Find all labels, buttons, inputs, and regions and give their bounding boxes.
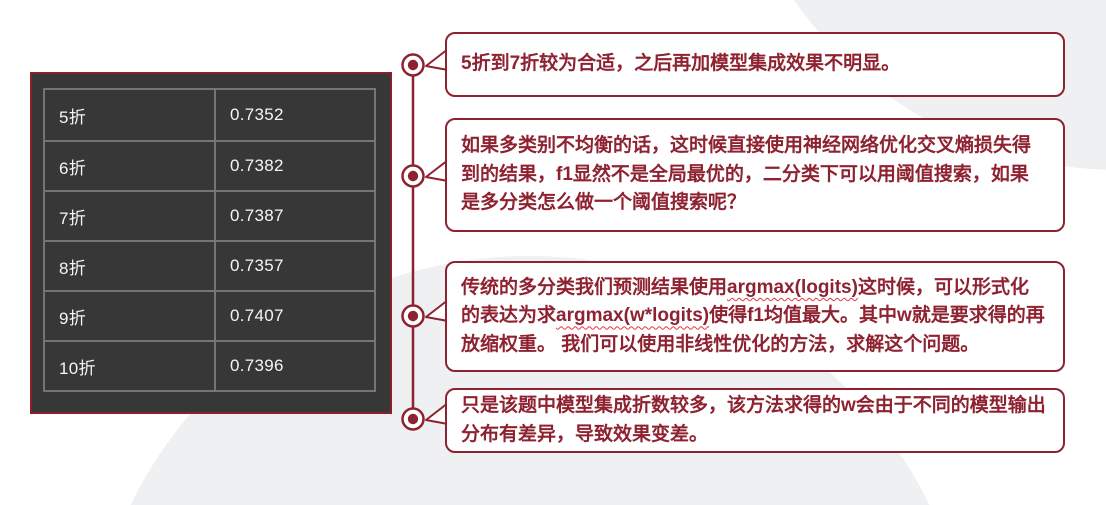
fold-label: 9折 — [59, 308, 87, 328]
callout-3-segment: 这时候，可以形式化的表达为求 — [461, 276, 1029, 327]
callout-text-3: 传统的多分类我们预测结果使用argmax(logits)这时候，可以形式化的表达… — [447, 274, 1063, 360]
callout-3-segment: 使得f1均值最大。其中w就是要求得的再放缩权重。 我们可以使用非线性优化的方法，… — [461, 305, 1045, 355]
fold-label: 8折 — [59, 258, 87, 278]
fold-score: 0.7396 — [214, 342, 374, 390]
fold-label: 7折 — [59, 208, 87, 228]
callout-box-1: 5折到7折较为合适，之后再加模型集成效果不明显。 — [445, 32, 1065, 97]
callout-3-argmax-weighted: argmax(w*logits) — [556, 305, 710, 327]
fold-label: 6折 — [59, 158, 87, 178]
fold-score: 0.7407 — [214, 292, 374, 340]
callout-text-4: 只是该题中模型集成折数较多，该方法求得的w会由于不同的模型输出分布有差异，导致效… — [461, 395, 1046, 445]
bullet-marker-icon — [401, 164, 425, 188]
table-row: 10折 0.7396 — [45, 340, 374, 390]
callout-text-2: 如果多类别不均衡的话，这时候直接使用神经网络优化交叉熵损失得到的结果，f1显然不… — [461, 135, 1032, 214]
callout-box-4: 只是该题中模型集成折数较多，该方法求得的w会由于不同的模型输出分布有差异，导致效… — [445, 388, 1065, 453]
bullet-marker-icon — [401, 53, 425, 77]
callout-box-2: 如果多类别不均衡的话，这时候直接使用神经网络优化交叉熵损失得到的结果，f1显然不… — [445, 118, 1065, 232]
fold-label: 5折 — [59, 107, 87, 127]
callout-box-3: 传统的多分类我们预测结果使用argmax(logits)这时候，可以形式化的表达… — [445, 261, 1065, 372]
table-row: 6折 0.7382 — [45, 140, 374, 190]
callout-3-segment: 传统的多分类我们预测结果使用 — [461, 276, 728, 298]
fold-score: 0.7352 — [214, 90, 374, 140]
callout-text-1: 5折到7折较为合适，之后再加模型集成效果不明显。 — [461, 53, 901, 75]
fold-results-table: 5折 0.7352 6折 0.7382 7折 0.7387 8折 0.7357 … — [30, 72, 392, 414]
fold-results-table-grid: 5折 0.7352 6折 0.7382 7折 0.7387 8折 0.7357 … — [43, 88, 376, 392]
fold-score: 0.7382 — [214, 142, 374, 190]
table-row: 7折 0.7387 — [45, 190, 374, 240]
fold-score: 0.7357 — [214, 242, 374, 290]
callout-3-argmax-logits: argmax(logits) — [727, 276, 858, 298]
fold-score: 0.7387 — [214, 192, 374, 240]
fold-label: 10折 — [59, 358, 96, 378]
table-row: 8折 0.7357 — [45, 240, 374, 290]
table-row: 9折 0.7407 — [45, 290, 374, 340]
table-row: 5折 0.7352 — [45, 90, 374, 140]
